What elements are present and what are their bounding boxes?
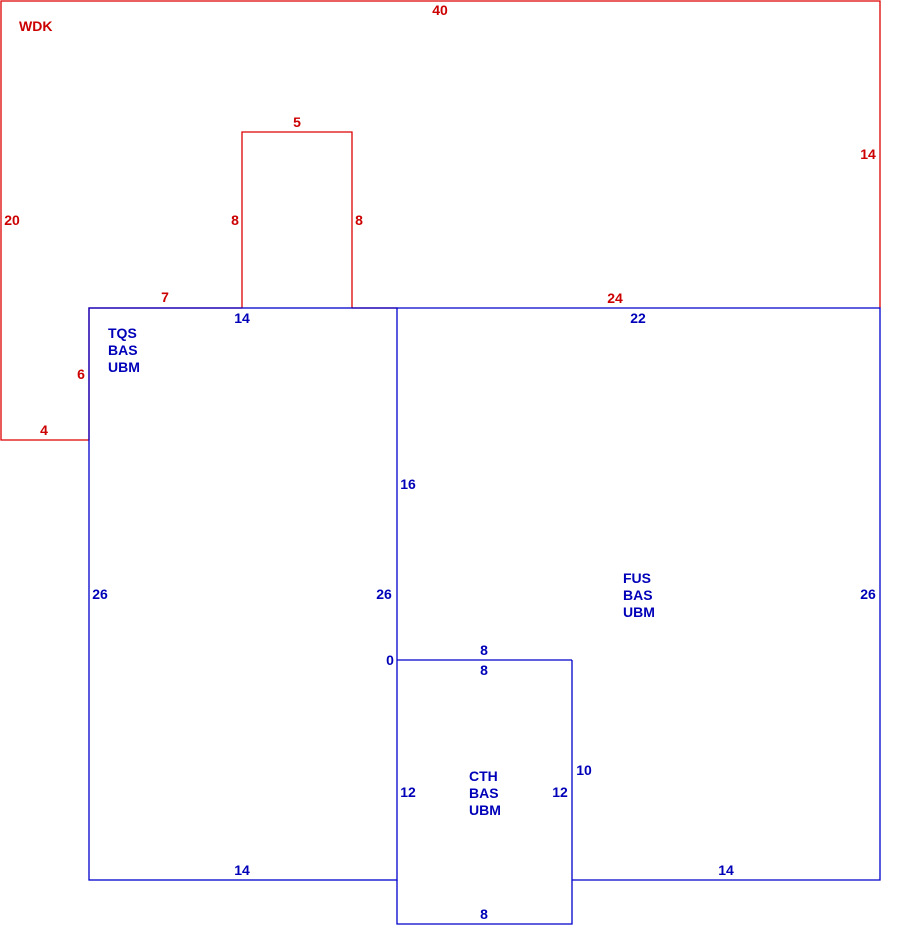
deck-top-dimension: 40 xyxy=(432,2,448,18)
deck-bump-left-dimension: 8 xyxy=(231,212,239,228)
cth-right-dimension: 12 xyxy=(552,784,568,800)
cth-top-outer-dimension: 8 xyxy=(480,642,488,658)
fus-top-dimension: 22 xyxy=(630,310,646,326)
tqs-left-dimension: 26 xyxy=(92,586,108,602)
deck-bottom-left-dimension: 4 xyxy=(40,422,48,438)
deck-bump xyxy=(241,131,353,308)
deck-inner-vertical-dimension: 6 xyxy=(77,366,85,382)
tqs-right-dimension: 26 xyxy=(376,586,392,602)
tqs-area-outline xyxy=(88,307,398,881)
cth-corner-dimension: 0 xyxy=(386,652,394,668)
deck-perimeter xyxy=(0,0,881,441)
cth-area-outline xyxy=(396,660,573,925)
fus-code-line-2: BAS xyxy=(623,587,653,603)
tqs-top-dimension: 14 xyxy=(234,310,250,326)
tqs-code-line-2: BAS xyxy=(108,342,138,358)
fus-code-line-1: FUS xyxy=(623,570,651,586)
deck-bump-top-dimension: 5 xyxy=(293,114,301,130)
cth-left-dimension: 12 xyxy=(400,784,416,800)
tqs-bottom-dimension: 14 xyxy=(234,862,250,878)
cth-code-line-3: UBM xyxy=(469,802,501,818)
cth-code-line-2: BAS xyxy=(469,785,499,801)
fus-left-dimension: 16 xyxy=(400,476,416,492)
cth-code-line-1: CTH xyxy=(469,768,498,784)
cth-top-inner-dimension: 8 xyxy=(480,662,488,678)
deck-left-dimension: 20 xyxy=(4,212,20,228)
tqs-code-line-3: UBM xyxy=(108,359,140,375)
fus-notch-dimension: 10 xyxy=(576,762,592,778)
deck-bump-right-dimension: 8 xyxy=(355,212,363,228)
deck-code-label: WDK xyxy=(19,18,52,34)
deck-top-segment-right-dimension: 24 xyxy=(607,290,623,306)
deck-top-segment-left-dimension: 7 xyxy=(161,289,169,305)
fus-code-line-3: UBM xyxy=(623,604,655,620)
tqs-code-line-1: TQS xyxy=(108,325,137,341)
cth-bottom-dimension: 8 xyxy=(480,906,488,922)
living-outline xyxy=(88,307,881,925)
deck-right-dimension: 14 xyxy=(860,146,876,162)
fus-area-outline xyxy=(397,307,881,881)
fus-right-dimension: 26 xyxy=(860,586,876,602)
fus-bottom-dimension: 14 xyxy=(718,862,734,878)
